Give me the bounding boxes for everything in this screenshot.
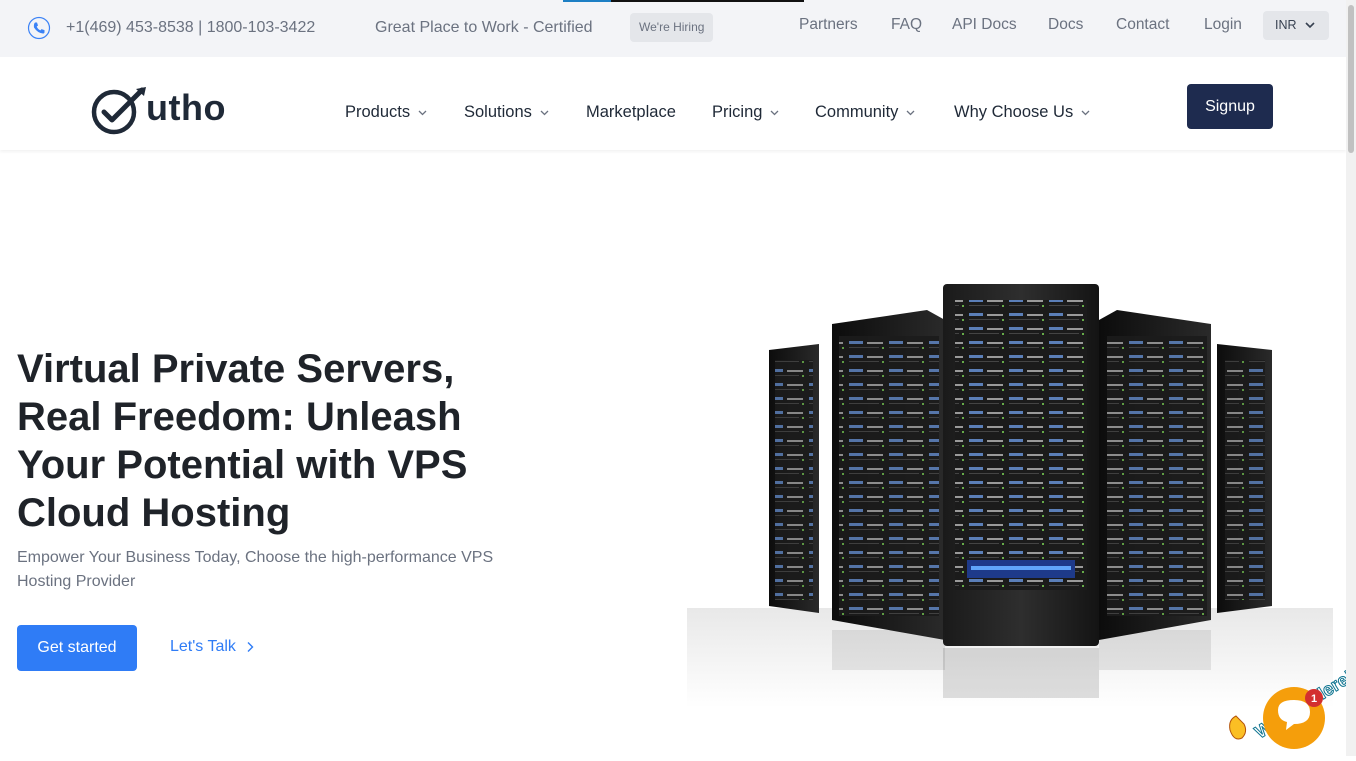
chat-badge-count: 1 <box>1311 693 1317 705</box>
chevron-down-icon <box>770 110 779 115</box>
nav-community[interactable]: Community <box>815 103 915 122</box>
toplink-faq[interactable]: FAQ <box>891 16 923 33</box>
top-utility-bar: +1(469) 453-8538 | 1800-103-3422 Great P… <box>0 0 1346 57</box>
certification-text[interactable]: Great Place to Work - Certified <box>375 19 593 36</box>
hero-subtitle: Empower Your Business Today, Choose the … <box>17 549 494 590</box>
currency-selector[interactable]: INR <box>1263 11 1329 40</box>
get-started-button[interactable]: Get started <box>17 625 137 671</box>
chevron-down-icon <box>540 110 549 115</box>
server-racks-illustration <box>687 284 1333 708</box>
nav-products-label: Products <box>345 103 411 121</box>
nav-pricing[interactable]: Pricing <box>712 103 779 122</box>
chevron-down-icon <box>1305 22 1315 29</box>
logo-check-icon[interactable] <box>90 86 150 138</box>
lets-talk-link[interactable]: Let's Talk <box>170 638 254 656</box>
toplink-partners[interactable]: Partners <box>799 16 858 33</box>
toplink-api-docs[interactable]: API Docs <box>952 16 1017 33</box>
chevron-right-icon <box>247 642 254 652</box>
hero-title: Virtual Private Servers, Real Freedom: U… <box>17 347 468 535</box>
nav-why-choose-us[interactable]: Why Choose Us <box>954 103 1090 122</box>
chat-widget[interactable]: We Are Here! 1 <box>1222 650 1356 756</box>
lets-talk-label: Let's Talk <box>170 638 236 655</box>
toplink-contact[interactable]: Contact <box>1116 16 1170 33</box>
contact-phone-numbers[interactable]: +1(469) 453-8538 | 1800-103-3422 <box>66 19 316 36</box>
main-navigation: utho Products Solutions Marketplace Pric… <box>0 57 1346 150</box>
toplink-login[interactable]: Login <box>1204 16 1242 33</box>
waving-hand-icon <box>1229 715 1247 740</box>
scrollbar-thumb[interactable] <box>1348 5 1354 153</box>
nav-marketplace[interactable]: Marketplace <box>586 103 676 122</box>
nav-marketplace-label: Marketplace <box>586 103 676 121</box>
phone-icon <box>27 16 51 40</box>
currency-value: INR <box>1275 18 1297 32</box>
page-scrollbar[interactable] <box>1346 0 1356 756</box>
nav-solutions[interactable]: Solutions <box>464 103 549 122</box>
chevron-down-icon <box>906 110 915 115</box>
chevron-down-icon <box>1081 110 1090 115</box>
page-load-progress <box>563 0 804 2</box>
nav-why-choose-us-label: Why Choose Us <box>954 103 1074 121</box>
signup-button[interactable]: Signup <box>1187 84 1273 129</box>
nav-community-label: Community <box>815 103 899 121</box>
nav-products[interactable]: Products <box>345 103 427 122</box>
toplink-docs[interactable]: Docs <box>1048 16 1084 33</box>
logo-wordmark[interactable]: utho <box>146 87 226 128</box>
chevron-down-icon <box>418 110 427 115</box>
chat-icon: We Are Here! 1 <box>1229 666 1356 749</box>
hiring-badge[interactable]: We're Hiring <box>630 13 714 42</box>
page-load-progress-fill <box>563 0 612 2</box>
nav-pricing-label: Pricing <box>712 103 763 121</box>
nav-solutions-label: Solutions <box>464 103 532 121</box>
